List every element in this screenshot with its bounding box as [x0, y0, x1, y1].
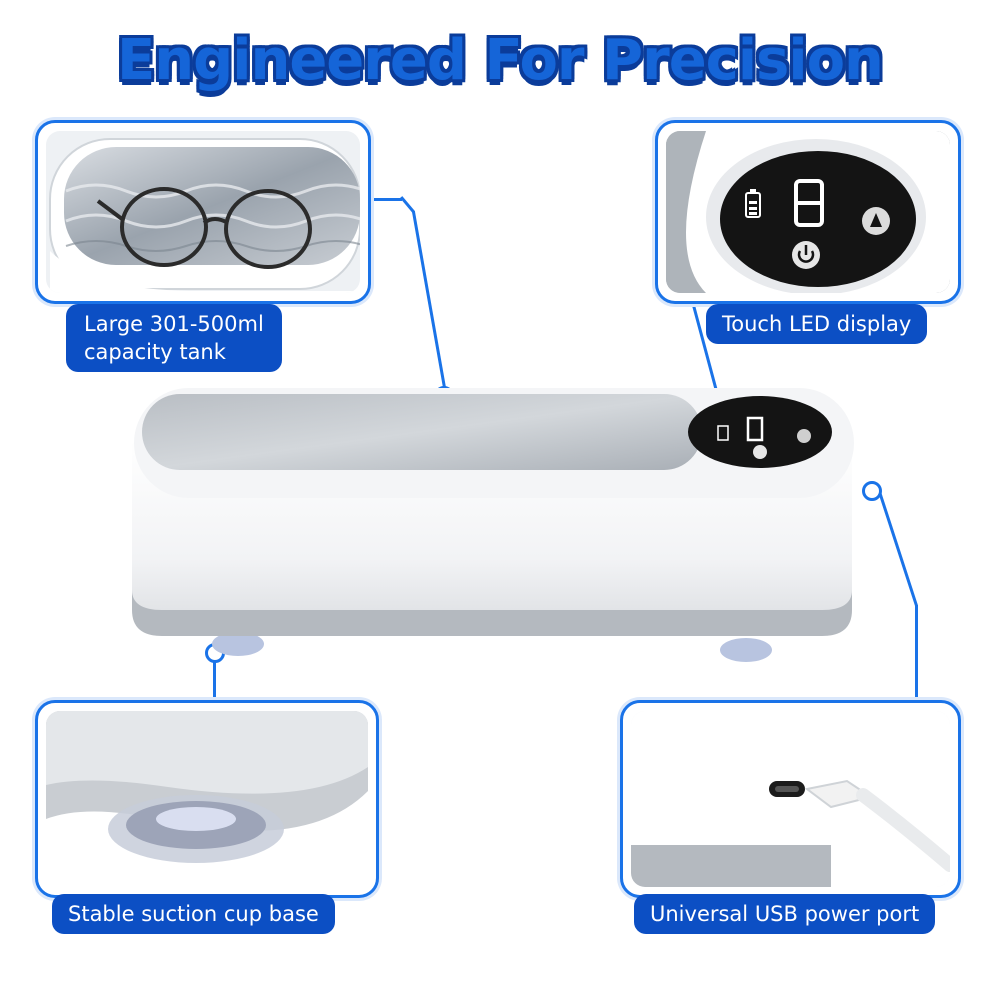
tank-label-line2: capacity tank: [84, 340, 226, 364]
usb-detail-panel: [620, 700, 961, 898]
connector-line-suction: [213, 652, 216, 700]
mini-digit-icon: [746, 416, 764, 442]
usb-cable-icon: [804, 779, 950, 872]
display-detail-panel: [655, 120, 961, 304]
usb-port-label: Universal USB power port: [634, 894, 936, 934]
led-display-panel: [688, 396, 832, 468]
mini-mode-icon: [797, 429, 811, 443]
digit-display-icon: [794, 179, 824, 227]
connector-line-tank: [368, 198, 402, 201]
connector-line-usb: [878, 491, 918, 607]
usb-c-port-icon: [769, 781, 805, 797]
suction-cup-left: [212, 632, 264, 656]
power-icon: [792, 241, 820, 269]
glasses-icon: [96, 187, 312, 269]
tank-label-line1: Large 301-500ml: [84, 312, 264, 336]
tank-capacity-label: Large 301-500ml capacity tank: [66, 304, 282, 372]
connector-dot-usb: [862, 481, 882, 501]
suction-detail-panel: [35, 700, 379, 898]
suction-base-label: Stable suction cup base: [52, 894, 335, 934]
tank-detail-panel: [35, 120, 371, 304]
connector-line-tank: [412, 211, 447, 390]
mini-power-icon: [753, 445, 767, 459]
suction-cup-right: [720, 638, 772, 662]
ultrasonic-cleaner-device: [132, 388, 854, 662]
display-illustration: [666, 131, 950, 293]
mode-icon: [862, 207, 890, 235]
tank-illustration: [46, 131, 360, 293]
mini-battery-icon: [717, 425, 729, 441]
usb-illustration: [631, 711, 950, 887]
suction-illustration: [46, 711, 368, 887]
suction-cup-icon: [108, 795, 284, 863]
connector-line-usb: [915, 605, 918, 701]
page-title: Engineered For Precision: [117, 28, 884, 93]
battery-icon: [745, 189, 761, 218]
touch-display-label: Touch LED display: [706, 304, 928, 344]
tank-lid: [142, 394, 702, 470]
